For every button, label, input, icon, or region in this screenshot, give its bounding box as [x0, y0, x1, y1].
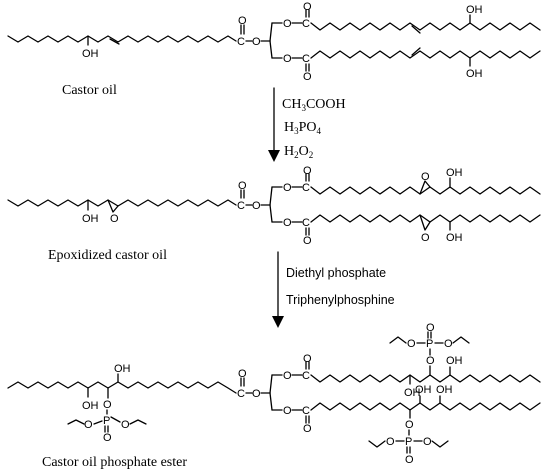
castor-oil-structure: OH C O O O C O OH O C O OH: [7, 1, 541, 83]
reagent-hydrogen-peroxide: H2O2: [284, 144, 313, 160]
phos-oh-left-2: OH: [114, 363, 131, 375]
phos-oh-upper-2: OH: [446, 355, 463, 367]
phos-o-upper-r: O: [444, 338, 453, 350]
phos-carbonyl-c: C: [237, 388, 245, 400]
castor-oh-left: OH: [82, 48, 99, 60]
castor-lower-ester-o: O: [283, 53, 292, 65]
castor-lower-c: C: [302, 53, 310, 65]
epox-oh-lower: OH: [446, 232, 463, 244]
phos-upper-carbonyl-o: O: [303, 353, 312, 365]
phos-lower-ester-o: O: [283, 405, 292, 417]
epox-lower-c: C: [302, 217, 310, 229]
phos-o-lower-r: O: [423, 436, 432, 448]
epox-upper-carbonyl-o: O: [303, 165, 312, 177]
step1-arrow: [268, 87, 280, 162]
castor-carbonyl-c: C: [237, 36, 245, 48]
epoxidized-castor-oil-label: Epoxidized castor oil: [48, 248, 167, 263]
phos-oh-lower-2: OH: [436, 384, 453, 396]
epox-carbonyl-o: O: [238, 180, 247, 192]
phos-p-upper: P: [426, 338, 433, 350]
phos-o-upper: O: [426, 355, 435, 367]
epox-oh-upper: OH: [446, 167, 463, 179]
epox-carbonyl-c: C: [237, 200, 245, 212]
castor-carbonyl-o: O: [238, 15, 247, 27]
castor-upper-c: C: [302, 18, 310, 30]
phos-upper-c: C: [302, 370, 310, 382]
castor-oh-lower: OH: [466, 68, 483, 80]
epox-upper-c: C: [302, 182, 310, 194]
phos-lower-c: C: [302, 405, 310, 417]
phos-o-upper-l: O: [407, 338, 416, 350]
reagent-triphenylphosphine: Triphenylphosphine: [286, 293, 395, 307]
epox-upper-ester-o: O: [283, 182, 292, 194]
phos-p-left: P: [103, 415, 110, 427]
phos-o-left-r: O: [121, 419, 130, 431]
epox-ring-o-upper: O: [421, 171, 430, 183]
phos-o-left-l: O: [84, 419, 93, 431]
castor-oil-phosphate-ester-label: Castor oil phosphate ester: [42, 455, 187, 470]
castor-oil-phosphate-ester-structure: OH OH O P O O O C O O O C O: [7, 322, 541, 466]
phos-po-upper: O: [426, 322, 435, 334]
phos-o-left: O: [103, 399, 112, 411]
epox-ring-o-left: O: [110, 213, 119, 225]
reagent-acetic-acid: CH3COOH: [282, 97, 346, 113]
castor-oil-label: Castor oil: [62, 83, 117, 98]
epoxidized-castor-oil-structure: OH O C O O O C O O OH O C O: [7, 165, 541, 247]
phos-o-lower: O: [405, 419, 414, 431]
castor-ester-o: O: [252, 36, 261, 48]
castor-lower-carbonyl-o: O: [303, 71, 312, 83]
phos-oh-upper-1: OH: [404, 387, 421, 399]
epox-lower-carbonyl-o: O: [303, 235, 312, 247]
epox-lower-ester-o: O: [283, 217, 292, 229]
phos-o-lower-l: O: [386, 436, 395, 448]
phos-p-lower: P: [405, 436, 412, 448]
step2-arrow: [272, 251, 284, 328]
phos-po-lower: O: [405, 454, 414, 466]
epox-ring-o-lower: O: [421, 232, 430, 244]
phos-oh-left-1: OH: [82, 400, 99, 412]
phos-ester-o: O: [252, 388, 261, 400]
phos-upper-ester-o: O: [283, 370, 292, 382]
phos-lower-carbonyl-o: O: [303, 423, 312, 435]
castor-upper-ester-o: O: [283, 18, 292, 30]
phos-carbonyl-o: O: [238, 368, 247, 380]
phos-oh-lower-1: OH: [415, 384, 432, 396]
phos-po-left: O: [103, 432, 112, 444]
reagent-phosphoric-acid: H3PO4: [284, 120, 322, 136]
castor-oh-upper: OH: [466, 4, 483, 16]
epox-oh-left: OH: [82, 213, 99, 225]
epox-ester-o: O: [252, 200, 261, 212]
reagent-diethyl-phosphate: Diethyl phosphate: [286, 266, 386, 280]
castor-upper-carbonyl-o: O: [303, 1, 312, 13]
